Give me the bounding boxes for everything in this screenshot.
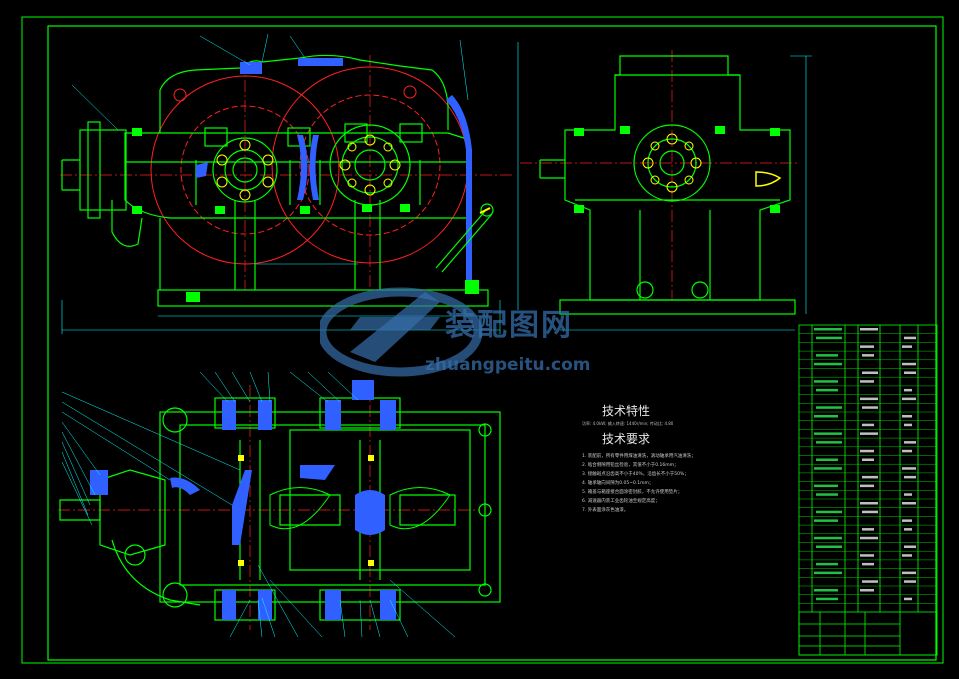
parts-list-cell-mark (902, 415, 912, 418)
parts-list-cell-mark (816, 493, 838, 496)
parts-list-cell-mark (814, 589, 838, 592)
parts-list-cell-mark (816, 406, 842, 409)
parts-list-cell-mark (816, 458, 838, 461)
parts-list-cell-mark (904, 580, 916, 583)
parts-list-cell-mark (814, 467, 842, 470)
parts-list-cell-mark (816, 597, 838, 601)
parts-list-cell-mark (860, 432, 878, 435)
parts-list-cell-mark (816, 354, 838, 357)
parts-list-cell-mark (902, 397, 916, 401)
parts-list-cell-mark (816, 562, 838, 566)
parts-list-cell-mark (814, 362, 842, 366)
title-block (798, 611, 938, 656)
parts-list-cell-mark (862, 475, 878, 479)
parts-list-cell-mark (904, 545, 916, 548)
parts-list-cell-mark (816, 336, 842, 340)
parts-list-cell-mark (902, 502, 916, 505)
parts-list-cell-mark (904, 475, 916, 479)
top-section-view (58, 371, 501, 638)
parts-list-cell-mark (904, 336, 916, 340)
drawing-frame (21, 16, 944, 664)
parts-list-cell-mark (904, 493, 912, 496)
parts-list-cell-mark (862, 406, 878, 409)
technical-requirements-list: 1. 装配前，所有零件用煤油清洗，滚动轴承用汽油清洗； 2. 啮合侧隙用铅丝检验… (582, 452, 752, 515)
side-view (520, 50, 812, 331)
parts-list-cell-mark (860, 380, 874, 383)
parts-list-cell-mark (902, 554, 912, 557)
parts-list-cell-mark (862, 528, 874, 531)
requirement-item: 4. 轴承轴向间隙为0.05~0.1mm； (582, 481, 654, 486)
parts-list-cell-mark (814, 415, 838, 418)
parts-list-cell-mark (902, 571, 916, 575)
parts-list-cells (814, 328, 916, 601)
parts-list-cell-mark (860, 589, 874, 592)
parts-list-cell-mark (860, 397, 878, 401)
parts-list-cell-mark (814, 432, 842, 435)
requirement-item: 2. 啮合侧隙用铅丝检验，其值不小于0.16mm； (582, 463, 679, 468)
parts-list-cell-mark (860, 502, 878, 505)
parts-list-cell-mark (814, 519, 838, 522)
parts-list-cell-mark (904, 423, 912, 427)
parts-list-cell-mark (816, 441, 842, 444)
parts-list-cell-mark (814, 536, 842, 540)
parts-list-cell-mark (816, 388, 838, 392)
parts-list-rows (799, 333, 937, 604)
parts-list-cell-mark (904, 371, 916, 374)
parts-list-cell-mark (860, 328, 878, 331)
parts-list-cell-mark (904, 528, 912, 531)
parts-list-cell-mark (862, 423, 874, 427)
parts-list-cell-mark (862, 354, 874, 357)
requirement-item: 6. 减速器内装工业齿轮油至规定高度； (582, 499, 660, 504)
requirement-item: 1. 装配前，所有零件用煤油清洗，滚动轴承用汽油清洗； (582, 454, 696, 459)
front-view (60, 33, 519, 334)
watermark-logo-icon (320, 287, 483, 377)
parts-list-cell-mark (860, 449, 874, 453)
parts-list-cell-mark (814, 484, 838, 488)
parts-list-cell-mark (860, 536, 878, 540)
parts-list-cell-mark (902, 467, 916, 470)
parts-list-cell-mark (862, 510, 878, 514)
parts-list-cell-mark (860, 484, 874, 488)
requirement-item: 3. 接触斑点沿齿高不小于40%，沿齿长不小于50%； (582, 472, 689, 477)
parts-list-cell-mark (904, 441, 916, 444)
parts-list-cell-mark (902, 449, 912, 453)
parts-list-cell-mark (902, 345, 912, 348)
parts-list-cell-mark (816, 545, 842, 548)
parts-list-cell-mark (814, 571, 842, 575)
parts-list-cell-mark (814, 328, 842, 331)
parts-list-cell-mark (860, 345, 874, 348)
parts-list-cell-mark (816, 510, 842, 514)
requirement-item: 5. 箱盖与箱座接合面涂密封胶，不允许使用垫片； (582, 490, 683, 495)
parts-list-cell-mark (814, 380, 838, 383)
watermark-title: 装配图网 (445, 308, 573, 343)
parts-list-cell-mark (862, 371, 878, 374)
technical-params: 功率: 4.0kW; 输入转速: 1440r/min; 传动比: 4.80 (582, 421, 674, 426)
technical-requirements-title: 技术要求 (602, 432, 651, 446)
parts-list-cell-mark (902, 362, 916, 366)
parts-list-cell-mark (904, 597, 912, 601)
parts-list-cell-mark (862, 580, 878, 583)
requirement-item: 7. 外表面涂灰色油漆。 (582, 508, 629, 513)
parts-list-cell-mark (862, 562, 874, 566)
parts-list-cell-mark (862, 458, 874, 461)
parts-list-cell-mark (904, 388, 912, 392)
technical-characteristics-title: 技术特性 (602, 404, 651, 418)
parts-list-cell-mark (902, 519, 912, 522)
parts-list-cell-mark (860, 554, 874, 557)
watermark-url: zhuangpeitu.com (425, 355, 591, 375)
